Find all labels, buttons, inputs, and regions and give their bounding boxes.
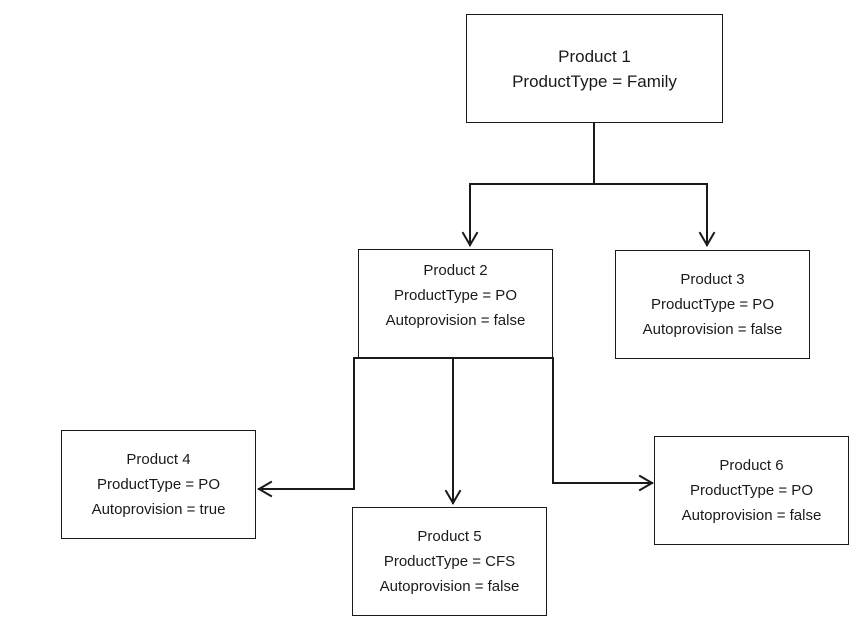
arrowhead-to-p4 — [257, 480, 273, 498]
product-4-box: Product 4 ProductType = PO Autoprovision… — [61, 430, 256, 539]
product-2-type: ProductType = PO — [394, 287, 517, 304]
arrowhead-to-p2 — [461, 231, 479, 247]
product-2-box: Product 2 ProductType = PO Autoprovision… — [358, 249, 553, 358]
product-3-title: Product 3 — [680, 271, 745, 288]
product-1-type: ProductType = Family — [512, 71, 677, 91]
product-4-title: Product 4 — [126, 451, 191, 468]
product-1-title: Product 1 — [558, 46, 631, 66]
product-4-type: ProductType = PO — [97, 476, 220, 493]
product-2-autoprovision: Autoprovision = false — [385, 312, 526, 329]
product-3-box: Product 3 ProductType = PO Autoprovision… — [615, 250, 810, 359]
connector-to-p4 — [258, 357, 355, 490]
product-1-box: Product 1 ProductType = Family — [466, 14, 723, 123]
product-4-autoprovision: Autoprovision = true — [91, 501, 226, 518]
product-3-autoprovision: Autoprovision = false — [642, 321, 783, 338]
product-3-type: ProductType = PO — [651, 296, 774, 313]
product-2-title: Product 2 — [423, 262, 488, 279]
arrowhead-to-p3 — [698, 231, 716, 247]
connector-to-p6 — [552, 357, 653, 484]
product-5-box: Product 5 ProductType = CFS Autoprovisio… — [352, 507, 547, 616]
product-5-title: Product 5 — [417, 528, 482, 545]
product-6-type: ProductType = PO — [690, 482, 813, 499]
product-6-autoprovision: Autoprovision = false — [681, 507, 822, 524]
arrowhead-to-p5 — [444, 489, 462, 505]
product-6-box: Product 6 ProductType = PO Autoprovision… — [654, 436, 849, 545]
product-6-title: Product 6 — [719, 457, 784, 474]
product-5-autoprovision: Autoprovision = false — [379, 578, 520, 595]
product-5-type: ProductType = CFS — [383, 553, 516, 570]
arrowhead-to-p6 — [638, 474, 654, 492]
